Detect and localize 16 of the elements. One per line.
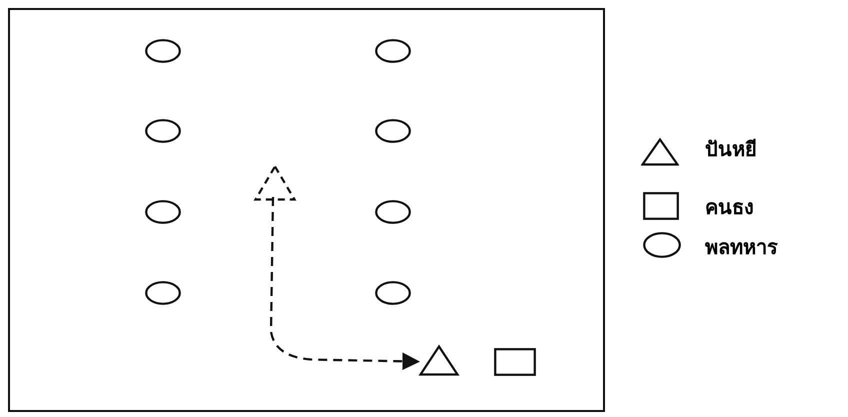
- ellipse-symbol: [145, 281, 181, 305]
- field-frame: [8, 8, 605, 412]
- legend-label: ปันหยี: [705, 138, 757, 162]
- legend-label: คนธง: [705, 196, 754, 220]
- ellipse-symbol: [375, 200, 411, 224]
- ellipse-symbol: [145, 39, 181, 63]
- ellipse-symbol: [375, 39, 411, 63]
- triangle-symbol: [419, 345, 459, 376]
- ellipse-symbol: [375, 119, 411, 143]
- legend-label: พลทหาร: [705, 236, 778, 260]
- ellipse-symbol: [375, 281, 411, 305]
- dashed-arrow: [270, 196, 420, 370]
- ellipse-symbol: [145, 119, 181, 143]
- dashed-triangle-symbol: [254, 165, 296, 201]
- ellipse-symbol: [145, 200, 181, 224]
- box-symbol: [494, 348, 536, 376]
